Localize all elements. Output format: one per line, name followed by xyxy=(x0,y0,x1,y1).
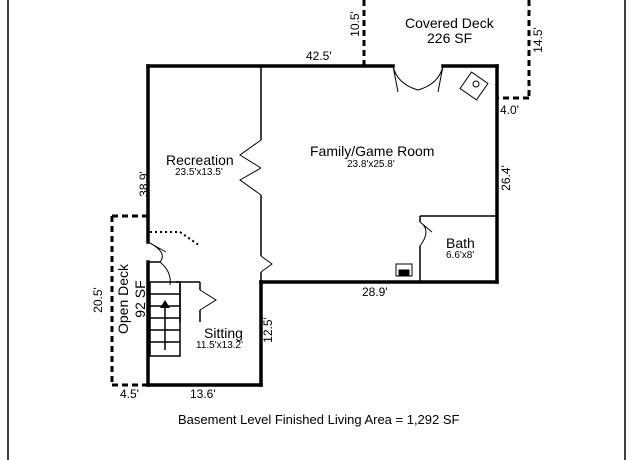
doors xyxy=(147,65,444,311)
stairs xyxy=(149,281,181,357)
covered-deck-outline xyxy=(362,0,531,100)
middle-wall-length: 28.9' xyxy=(362,285,388,299)
page-frame xyxy=(7,0,626,460)
bath-dims: 6.6'x8' xyxy=(446,250,475,261)
living-area-caption: Basement Level Finished Living Area = 1,… xyxy=(178,412,460,427)
open-deck-area: 92 SF xyxy=(132,280,148,318)
bottom-wall-length: 13.6' xyxy=(190,387,216,401)
sitting-right-length: 12.5' xyxy=(261,317,275,343)
open-deck-width-length: 4.5' xyxy=(120,387,139,401)
open-deck-height-length: 20.5' xyxy=(91,287,105,313)
deck-right-length: 14.5' xyxy=(531,27,545,53)
covered-deck-name: Covered Deck xyxy=(405,15,494,31)
left-wall-length: 38.9' xyxy=(137,171,151,197)
right-wall-length: 26.4' xyxy=(499,165,513,191)
sitting-dims: 11.5'x13.2' xyxy=(196,340,244,351)
exterior-walls xyxy=(146,64,499,387)
bath-name: Bath xyxy=(446,235,475,251)
top-wall-length: 42.5' xyxy=(306,49,332,63)
sitting-name: Sitting xyxy=(204,325,243,341)
family-room-dims: 23.8'x25.8' xyxy=(347,159,395,170)
fireplace-stove-icon xyxy=(459,71,489,101)
family-room-name: Family/Game Room xyxy=(310,143,435,159)
recreation-name: Recreation xyxy=(166,152,234,168)
sink-icon xyxy=(395,263,413,277)
deck-door-swing-dotted xyxy=(150,231,201,247)
deck-offset-length: 4.0' xyxy=(500,103,519,117)
stairs-arrow-icon xyxy=(160,300,170,308)
open-deck-name: Open Deck xyxy=(115,263,131,334)
recreation-dims: 23.5'x13.5' xyxy=(175,167,223,178)
open-deck-outline xyxy=(110,214,148,387)
covered-deck-area: 226 SF xyxy=(427,30,473,46)
deck-left-length: 10.5' xyxy=(348,11,362,37)
